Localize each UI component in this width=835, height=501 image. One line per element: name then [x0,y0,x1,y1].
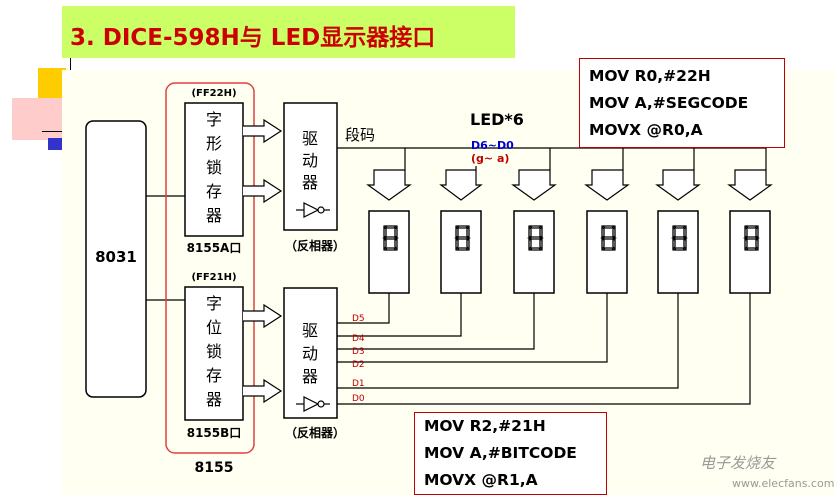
digit-line-label: D2 [352,360,365,370]
lower-driver-char: 器 [302,367,318,386]
led-label: LED*6 [470,110,524,129]
upper-port-label: 8155A口 [187,241,242,255]
lower-inverter-label: （反相器） [285,425,345,440]
led-digit [586,210,628,294]
digit-line-label: D5 [352,314,365,324]
lower-driver-box [283,287,338,419]
led-digit [368,210,410,294]
cpu-8031-box [85,120,147,398]
upper-driver-char: 驱 [302,129,318,148]
digit-line-label: D0 [352,394,365,404]
upper-latch-char: 字 [206,110,222,129]
cpu-label: 8031 [95,248,137,266]
decor-blue-block [48,138,62,150]
led-digit [729,210,771,294]
bus-sub-label: (g~ a) [471,152,509,165]
lower-latch-address: (FF21H) [191,272,236,283]
slide-title: 3. DICE-598H与 LED显示器接口 [70,25,436,51]
led-digit [657,210,699,294]
led-digit [513,210,555,294]
lower-latch-char: 位 [206,318,222,337]
lower-port-label: 8155B口 [187,426,242,440]
upper-latch-address: (FF22H) [191,88,236,99]
decor-line-vertical [70,58,71,72]
upper-latch-box [184,102,244,237]
digit-line-label: D4 [352,334,365,344]
code-line: MOV R2,#21H [424,417,546,435]
segment-label: 段码 [345,126,375,144]
code-box-bottom: MOV R2,#21H MOV A,#BITCODE MOVX @R1,A [414,412,607,495]
decor-line-horizontal [42,131,68,132]
decor-yellow-block [38,68,66,98]
code-line: MOV A,#SEGCODE [589,94,749,112]
upper-latch-char: 器 [206,206,222,225]
code-line: MOVX @R0,A [589,121,703,139]
bus-label: D6~D0 [471,139,514,152]
upper-inverter-label: （反相器） [285,238,345,253]
title-bar [62,6,515,58]
code-line: MOV A,#BITCODE [424,444,577,462]
lower-latch-char: 存 [206,366,222,385]
watermark-logo: 电子发烧友 [700,454,776,472]
chip-8155-frame [165,82,255,454]
digit-line-label: D1 [352,379,365,389]
upper-driver-char: 动 [302,151,318,170]
code-line: MOVX @R1,A [424,471,538,489]
watermark-url: www.elecfans.com [732,477,835,490]
upper-latch-char: 形 [206,134,222,153]
upper-driver-char: 器 [302,173,318,192]
lower-latch-box [184,286,244,421]
upper-latch-char: 锁 [206,158,222,177]
lower-driver-char: 驱 [302,321,318,340]
lower-latch-char: 锁 [206,342,222,361]
chip-8155-label: 8155 [195,460,234,476]
digit-line-label: D3 [352,347,365,357]
upper-latch-char: 存 [206,182,222,201]
code-box-top: MOV R0,#22H MOV A,#SEGCODE MOVX @R0,A [579,58,785,148]
upper-inverter-icon [296,202,330,218]
led-digit [440,210,482,294]
lower-latch-char: 器 [206,390,222,409]
lower-inverter-icon [296,396,330,412]
lower-latch-char: 字 [206,294,222,313]
code-line: MOV R0,#22H [589,67,711,85]
lower-driver-char: 动 [302,344,318,363]
digit-select-lines [337,293,751,405]
decor-pink-block [12,98,67,140]
